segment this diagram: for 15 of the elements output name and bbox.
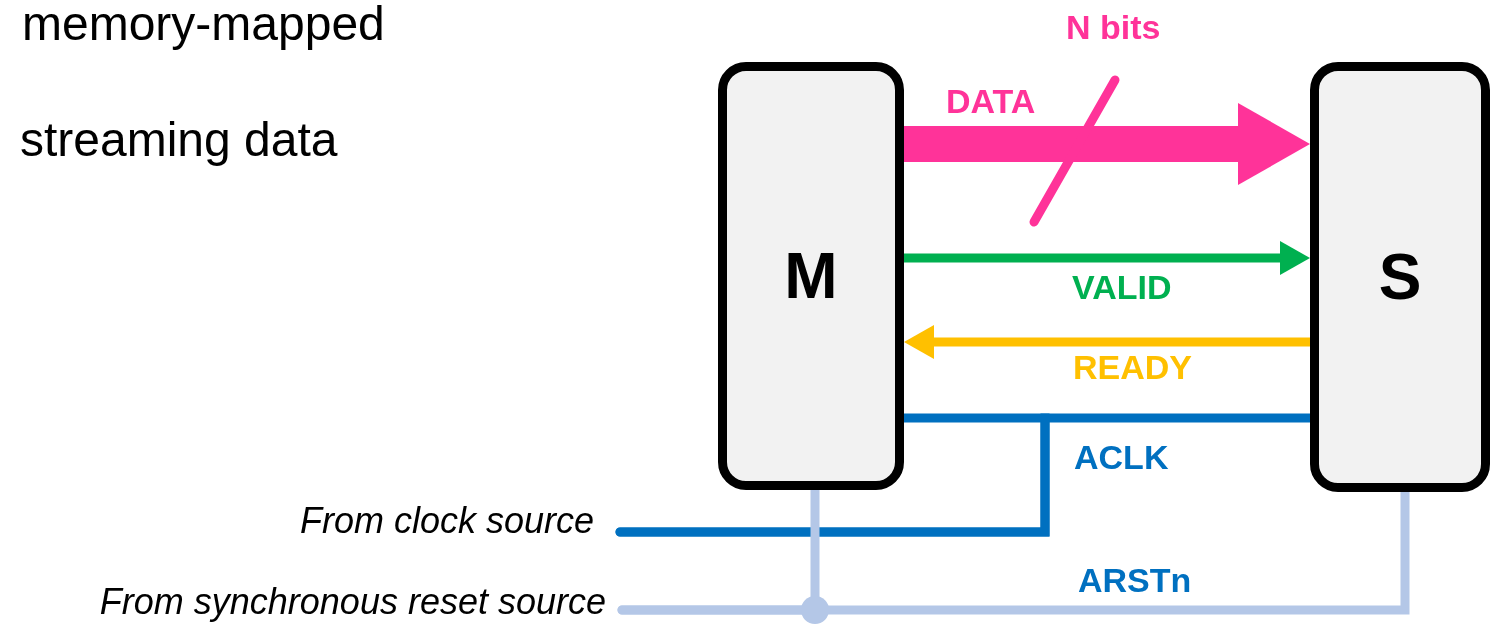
bus-width-label: N bits	[1066, 10, 1161, 44]
bullet-text: streaming data	[20, 116, 338, 164]
signal-name: ACLK	[1074, 440, 1169, 474]
arrow	[904, 241, 1310, 275]
arrow	[904, 325, 1310, 359]
signal-name: DATA	[946, 84, 1036, 118]
module-box: M	[718, 62, 904, 490]
signal-name: VALID	[1072, 270, 1172, 304]
bullet-text: memory-mapped	[22, 0, 385, 48]
module-box: S	[1310, 62, 1490, 492]
signal-name: READY	[1073, 350, 1193, 384]
source-label: From synchronous reset source	[99, 584, 622, 620]
source-label: From clock source	[299, 503, 620, 539]
arrow	[904, 103, 1310, 185]
signal-name: ARSTn	[1078, 563, 1192, 597]
